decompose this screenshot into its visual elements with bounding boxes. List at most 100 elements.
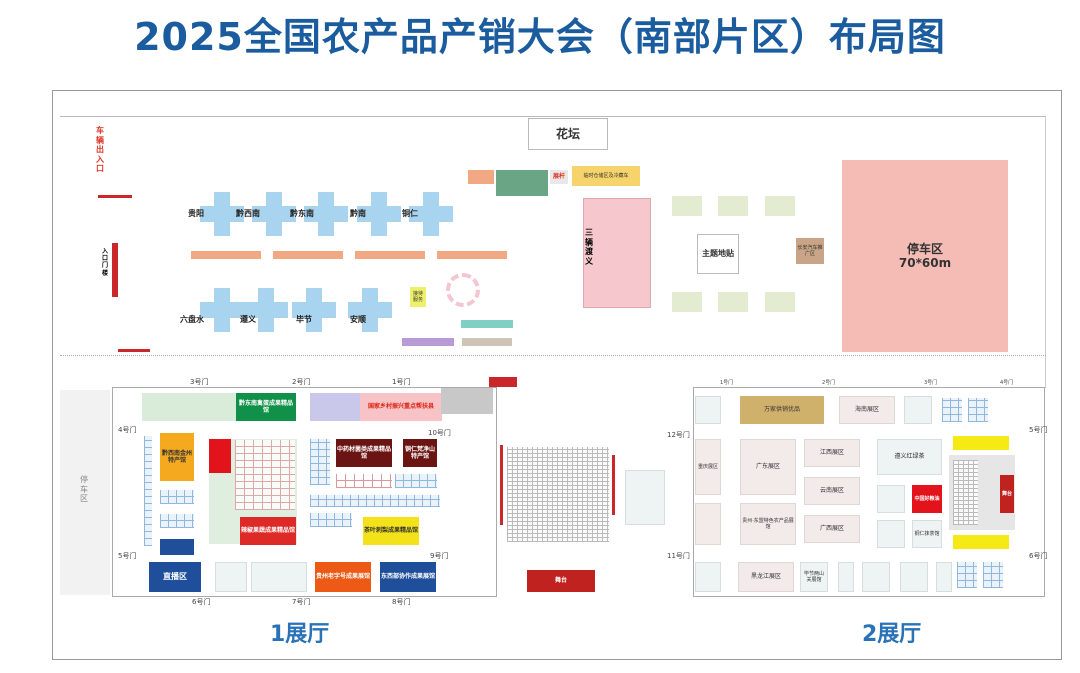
red-bar <box>500 445 503 525</box>
hall-block-grain: 中国好粮油 <box>912 485 942 513</box>
flower-bed: 花坛 <box>528 118 608 150</box>
door-label: 3号门 <box>924 380 938 386</box>
door-label: 4号门 <box>1000 380 1014 386</box>
seats <box>953 460 978 525</box>
booth-grid <box>983 562 1003 588</box>
booth-grid <box>160 514 194 528</box>
region-label: 贵阳 <box>188 209 204 218</box>
region-label: 黔西南 <box>236 209 260 218</box>
door-label: 12号门 <box>667 431 690 439</box>
booth-orange <box>468 170 494 184</box>
hall-block-hainan: 海南展区 <box>839 396 895 424</box>
door-label: 5号门 <box>1029 426 1048 434</box>
theme-floor: 主题地贴 <box>697 234 739 274</box>
booth <box>718 196 748 216</box>
booth-grid <box>942 398 962 422</box>
yellow-block <box>953 436 1009 450</box>
door-label: 2号门 <box>822 380 836 386</box>
hall-block-tea: 茶叶刺梨成果精品馆 <box>363 517 419 545</box>
fence-line <box>60 355 1046 356</box>
light-block <box>877 520 905 548</box>
storage-area: 临时仓储区及冷藏车 <box>572 166 640 186</box>
door-label: 6号门 <box>1029 552 1048 560</box>
light-block <box>695 562 721 592</box>
hall-block-qxn: 黔西南金州特产馆 <box>160 433 194 481</box>
light-block <box>838 562 854 592</box>
hall-block-oldbrand: 贵州老字号成果展馆 <box>315 562 371 592</box>
stage-hall1: 舞台 <box>527 570 595 592</box>
light-block <box>936 562 952 592</box>
seating-area <box>507 447 609 542</box>
hall-1 <box>112 387 497 597</box>
door-label: 2号门 <box>292 378 311 386</box>
booth-purple <box>402 338 454 346</box>
booth-teal <box>461 320 513 328</box>
hall-block-bijie: 毕节两山关展馆 <box>800 562 828 592</box>
door-label: 3号门 <box>190 378 209 386</box>
booth <box>672 196 702 216</box>
entrance-gate-label: 入口门楼 <box>102 248 109 277</box>
light-block <box>695 396 721 424</box>
blue-block <box>160 539 194 555</box>
yellow-block <box>953 535 1009 549</box>
light-block <box>215 562 247 592</box>
region-label: 铜仁 <box>402 209 418 218</box>
hall-block-guangxi: 广西展区 <box>804 515 860 543</box>
hall-2-label: 2展厅 <box>862 622 922 647</box>
light-block <box>877 485 905 513</box>
vehicle-entry-label: 车辆出入口 <box>96 126 104 174</box>
door-label: 6号门 <box>192 598 211 606</box>
door-label: 4号门 <box>118 426 137 434</box>
door-label: 1号门 <box>392 378 411 386</box>
booth-column <box>144 436 152 546</box>
red-bar <box>612 455 615 515</box>
hall-block-heilongjiang: 黑龙江展区 <box>738 562 794 592</box>
booth-grid <box>160 490 194 504</box>
region-label: 毕节 <box>296 315 312 324</box>
light-block <box>862 562 890 592</box>
changan-area: 长安汽车推广区 <box>796 238 824 264</box>
hall-block-wanjia: 万家供销优品 <box>740 396 824 424</box>
region-label: 黔东南 <box>290 209 314 218</box>
booth-grid <box>957 562 977 588</box>
door-label: 7号门 <box>292 598 311 606</box>
hall-block-jiangxi: 江西展区 <box>804 439 860 467</box>
hall-block-zunyi: 遵义红绿茶 <box>877 439 942 475</box>
hall-block-tongren: 铜仁梵净山特产馆 <box>403 439 437 467</box>
door-label: 5号门 <box>118 552 137 560</box>
booth <box>765 196 795 216</box>
booth <box>718 292 748 312</box>
parking-side <box>60 390 110 595</box>
hall-block-herb: 中药材菌类成果精品馆 <box>336 439 392 467</box>
region-label: 六盘水 <box>180 315 204 324</box>
hall-block-yunnan: 云南展区 <box>804 477 860 505</box>
page-title: 2025全国农产品产销大会（南部片区）布局图 <box>134 15 946 59</box>
outdoor-area <box>60 116 1046 388</box>
booth-grid <box>310 439 330 485</box>
hall-block-qdn: 黔东南禽蛋成果精品馆 <box>236 393 296 421</box>
exhibit-pole: 展杆 <box>550 170 568 184</box>
sanliang-label: 三辆渡义 <box>585 228 593 266</box>
hall-block-chongqing: 重庆展区 <box>695 439 721 495</box>
hall-2 <box>693 387 1045 597</box>
door-label: 8号门 <box>392 598 411 606</box>
booth-green <box>496 170 548 196</box>
hall-block-pepper: 辣椒果蔬成果精品馆 <box>240 517 296 545</box>
entrance-gate-bar <box>112 243 118 297</box>
booth-grid <box>310 513 352 527</box>
hexagon-booth <box>446 273 480 307</box>
hall-block-rural: 国家乡村振兴重点帮扶县 <box>360 393 442 421</box>
door-label: 9号门 <box>430 552 449 560</box>
region-label: 黔南 <box>350 209 366 218</box>
map-frame <box>52 90 1062 660</box>
booth-grid <box>395 474 437 488</box>
booth <box>672 292 702 312</box>
booth-grid-red <box>336 474 392 488</box>
door-label: 10号门 <box>428 429 451 437</box>
sanliang-area <box>583 198 651 308</box>
hall-block-live: 直播区 <box>149 562 201 592</box>
light-block <box>251 562 307 592</box>
booth-grid-red <box>235 440 295 510</box>
hall-block-matcha: 铜仁抹茶馆 <box>912 520 942 548</box>
long-table <box>437 251 507 259</box>
